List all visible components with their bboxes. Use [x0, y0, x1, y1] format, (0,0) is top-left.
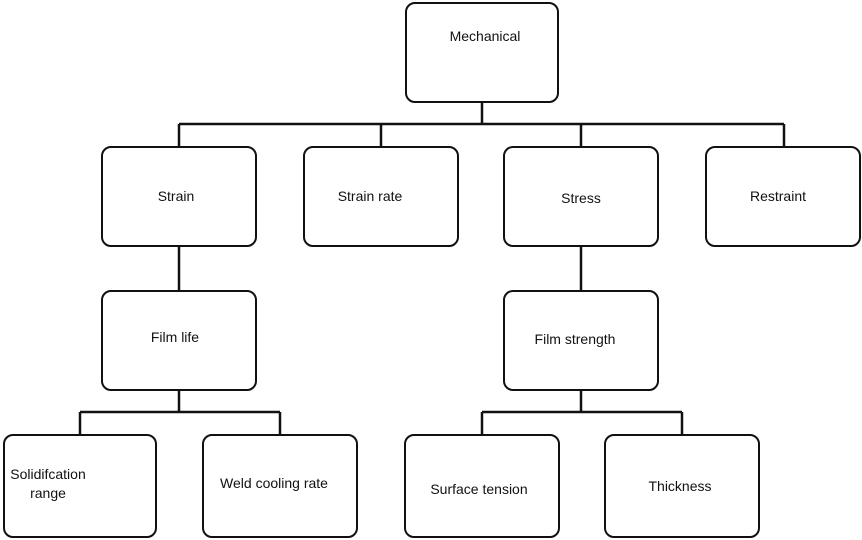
node-label: Film life [150, 329, 200, 346]
node-surface-tension: Surface tension [404, 434, 560, 538]
node-restraint: Restraint [705, 146, 861, 247]
node-label: Stress [561, 190, 601, 207]
node-label: Surface tension [430, 480, 528, 497]
node-solidification-range: Solidifcation range [3, 434, 157, 538]
node-weld-cooling-rate: Weld cooling rate [202, 434, 358, 538]
node-label: Mechanical [449, 28, 521, 45]
node-label: Strain [157, 188, 195, 205]
node-label: Solidifcation range [10, 466, 102, 504]
node-film-life: Film life [101, 290, 257, 391]
node-strain: Strain [101, 146, 257, 247]
node-label: Film strength [534, 331, 616, 348]
node-label: Weld cooling rate [220, 474, 328, 491]
node-label: Restraint [749, 188, 807, 205]
node-film-strength: Film strength [503, 290, 659, 391]
node-label: Strain rate [337, 188, 403, 205]
node-label-line: Solidifcation [10, 466, 86, 483]
node-label-line: range [30, 485, 66, 501]
node-mechanical: Mechanical [405, 2, 559, 103]
node-label: Thickness [648, 477, 712, 494]
node-strain-rate: Strain rate [303, 146, 459, 247]
node-stress: Stress [503, 146, 659, 247]
node-thickness: Thickness [604, 434, 760, 538]
